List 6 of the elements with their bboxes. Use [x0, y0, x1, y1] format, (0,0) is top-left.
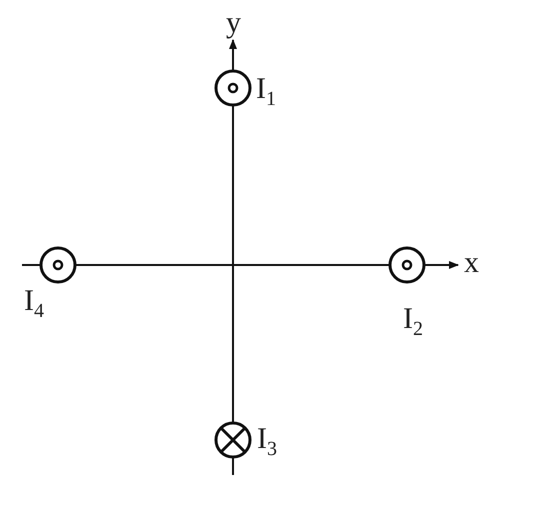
axis-label: x: [464, 248, 479, 278]
axis-label: y: [226, 8, 241, 38]
current-label: I$_{4}$: [24, 286, 44, 321]
current-label: I$_{3}$: [257, 424, 277, 459]
current-label: I$_{1}$: [256, 74, 276, 109]
current-label: I$_{2}$: [403, 304, 423, 339]
